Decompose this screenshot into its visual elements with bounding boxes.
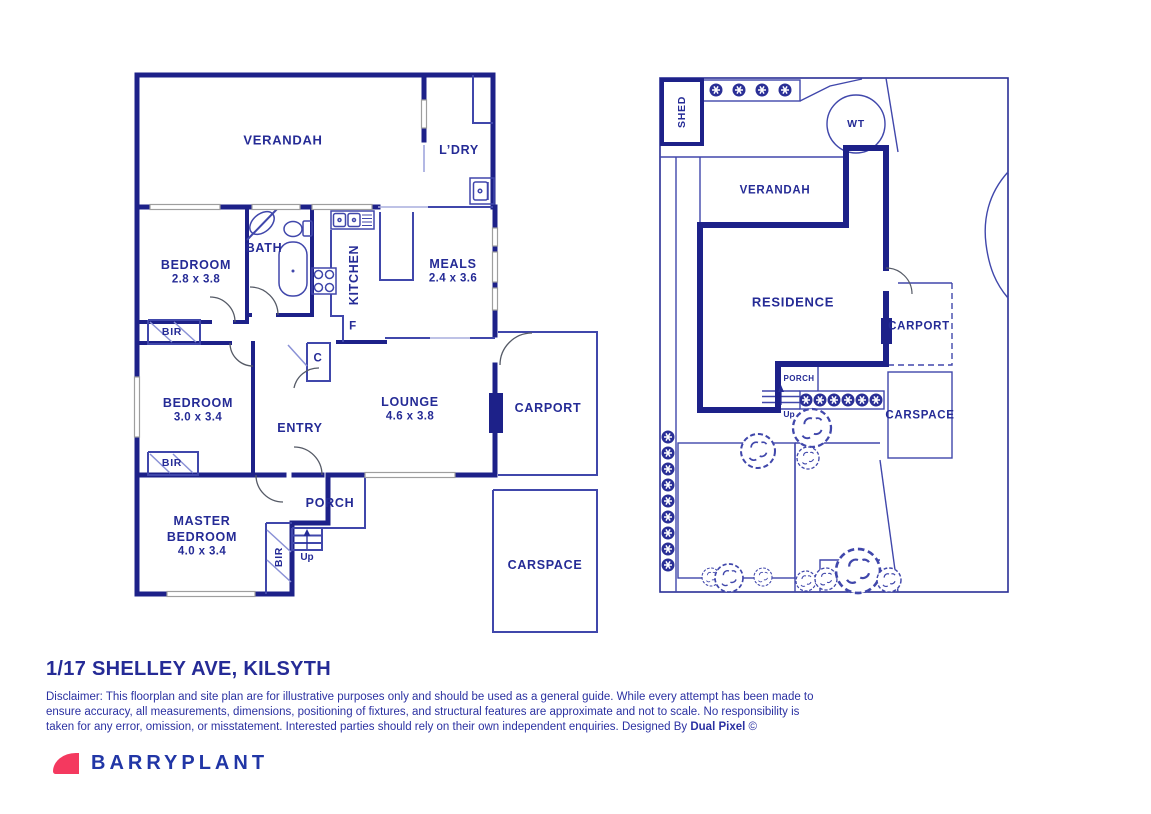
- room-label-meals: MEALS: [429, 256, 477, 271]
- site-label-verandah: VERANDAH: [739, 184, 811, 197]
- site-shed: [660, 78, 704, 146]
- room-label-bedroom1: BEDROOM: [160, 257, 232, 272]
- brand-name: BARRYPLANT: [91, 752, 269, 774]
- site-label-water-tank: WT: [847, 117, 865, 130]
- laundry-trough: [469, 177, 495, 205]
- room-dim-master: 4.0 x 3.4: [177, 545, 227, 558]
- room-label-master-line2: BEDROOM: [166, 529, 238, 544]
- room-label-bedroom2: BEDROOM: [162, 395, 234, 410]
- kitchen-fixtures: [311, 210, 375, 295]
- disclaimer-text: Disclaimer: This floorplan and site plan…: [46, 690, 814, 735]
- site-label-porch: PORCH: [783, 374, 815, 383]
- room-label-master-line1: MASTER: [173, 513, 231, 528]
- site-residence-jamb: [881, 318, 892, 344]
- closet-label-bir3: BIR: [272, 546, 285, 568]
- site-label-residence: RESIDENCE: [751, 294, 835, 310]
- page-title: 1/17 SHELLEY AVE, KILSYTH: [46, 658, 331, 680]
- room-label-kitchen: KITCHEN: [346, 244, 361, 306]
- site-residence-outline: [697, 145, 889, 413]
- site-up-arrow: [778, 385, 784, 405]
- room-label-carspace: CARSPACE: [507, 557, 583, 572]
- site-thin-lines: [660, 77, 1009, 593]
- closet-door-slashes: [149, 321, 308, 583]
- brand-mark-icon: [53, 753, 79, 774]
- porch-up-arrow: [303, 529, 311, 549]
- room-label-entry: ENTRY: [277, 420, 323, 435]
- closet-label-bir1: BIR: [161, 325, 183, 338]
- room-label-laundry: L’DRY: [439, 142, 479, 157]
- disclaimer-line2: ensure accuracy, all measurements, dimen…: [46, 706, 800, 718]
- room-label-verandah: VERANDAH: [243, 132, 323, 148]
- windows: [133, 99, 499, 598]
- barry-plant-logo: BARRYPLANT: [53, 752, 268, 775]
- designer-credit: Dual Pixel: [690, 721, 746, 733]
- floorplan-thin-lines: [147, 75, 598, 633]
- floorplan-doors: [209, 145, 533, 503]
- room-label-porch: PORCH: [305, 495, 355, 510]
- fireplace-jamb: [489, 393, 503, 433]
- up-label: Up: [300, 552, 314, 563]
- site-label-shed: SHED: [675, 96, 688, 128]
- room-dim-lounge: 4.6 x 3.8: [385, 410, 435, 423]
- bath-fixtures: [249, 210, 313, 297]
- fridge-label: F: [349, 320, 357, 333]
- site-boundary: [659, 77, 1009, 593]
- site-trees: [701, 407, 902, 595]
- closet-label-bir2: BIR: [161, 456, 183, 469]
- site-label-carspace: CARSPACE: [885, 409, 955, 422]
- room-dim-bedroom1: 2.8 x 3.8: [171, 273, 221, 286]
- disclaimer-line1: Disclaimer: This floorplan and site plan…: [46, 691, 814, 703]
- cupboard-label: C: [313, 352, 323, 365]
- room-label-carport: CARPORT: [514, 400, 582, 415]
- site-up-label: Up: [783, 408, 795, 419]
- room-dim-bedroom2: 3.0 x 3.4: [173, 411, 223, 424]
- disclaimer-line3: taken for any error, omission, or missta…: [46, 721, 757, 733]
- site-doors: [885, 267, 913, 295]
- room-dim-meals: 2.4 x 3.6: [428, 272, 478, 285]
- site-label-carport: CARPORT: [888, 320, 950, 333]
- room-label-bath: BATH: [245, 240, 283, 255]
- room-label-lounge: LOUNGE: [381, 394, 439, 409]
